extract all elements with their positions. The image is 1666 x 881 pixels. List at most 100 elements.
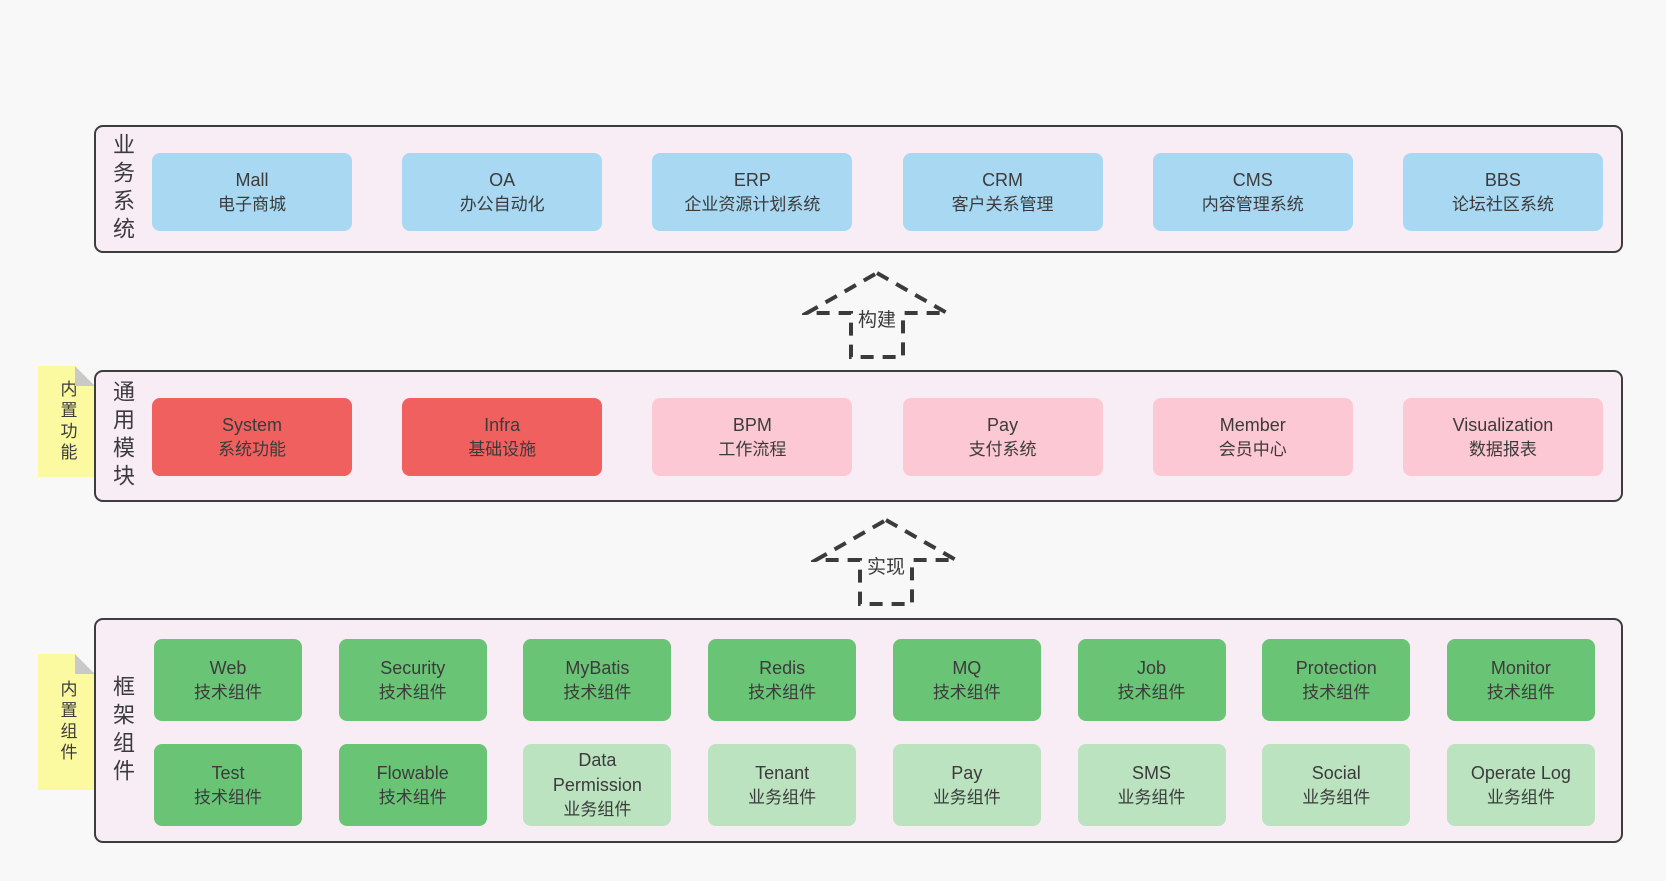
- box-mq: MQ 技术组件: [892, 639, 1041, 721]
- box-crm: CRM 客户关系管理: [902, 153, 1103, 231]
- box-en-label: Member: [1219, 414, 1286, 435]
- box-zh-label: 技术组件: [194, 682, 262, 702]
- box-visualization: Visualization 数据报表: [1402, 398, 1603, 476]
- arrow-build: 构建: [799, 269, 955, 361]
- box-cms: CMS 内容管理系统: [1152, 153, 1353, 231]
- box-zh-label: 技术组件: [932, 682, 1001, 702]
- box-en-label: SMS: [1132, 762, 1172, 783]
- box-en-label: MQ: [952, 657, 982, 678]
- box-zh-label: 电子商城: [218, 194, 286, 214]
- box-en-label: System: [221, 414, 282, 435]
- box-en-label: Operate Log: [1470, 762, 1571, 783]
- box-monitor: Monitor 技术组件: [1446, 639, 1595, 721]
- box-en-label: Job: [1137, 657, 1167, 678]
- box-en-label: Visualization: [1452, 414, 1554, 435]
- box-tenant: Tenant 业务组件: [708, 744, 857, 826]
- box-zh-label: 基础设施: [468, 439, 537, 459]
- box-zh-label: 论坛社区系统: [1451, 194, 1554, 214]
- box-zh-label: 业务组件: [748, 787, 817, 807]
- box-job: Job 技术组件: [1077, 639, 1226, 721]
- box-zh-label: 技术组件: [1486, 682, 1555, 702]
- box-redis: Redis 技术组件: [708, 639, 857, 721]
- panel-label-framework-components: 框架组件: [102, 620, 142, 841]
- box-mybatis: MyBatis 技术组件: [523, 639, 672, 721]
- box-zh-label: 业务组件: [1117, 787, 1186, 807]
- box-en-label: Data Permission: [552, 750, 642, 795]
- sticky-note-built-in-features: 内置功能: [38, 366, 95, 477]
- box-erp: ERP 企业资源计划系统: [652, 153, 853, 231]
- box-sms: SMS 业务组件: [1077, 744, 1226, 826]
- panel-business-systems: 业务系统 Mall 电子商城 OA 办公自动化 ERP 企业资源计划系统 CRM…: [94, 125, 1623, 253]
- arrow-build-label: 构建: [853, 305, 901, 332]
- box-oa: OA 办公自动化: [402, 153, 603, 231]
- box-pay-biz: Pay 业务组件: [892, 744, 1041, 826]
- box-en-label: Social: [1311, 762, 1361, 783]
- arrow-implement: 实现: [808, 516, 964, 608]
- box-zh-label: 系统功能: [218, 439, 286, 459]
- box-zh-label: 技术组件: [1117, 682, 1186, 702]
- box-en-label: Monitor: [1490, 657, 1551, 678]
- box-zh-label: 技术组件: [1302, 682, 1371, 702]
- box-social: Social 业务组件: [1262, 744, 1411, 826]
- box-en-label: MyBatis: [565, 657, 630, 678]
- box-zh-label: 支付系统: [968, 439, 1037, 459]
- box-zh-label: 业务组件: [1302, 787, 1371, 807]
- box-zh-label: 内容管理系统: [1201, 194, 1304, 214]
- box-en-label: Mall: [235, 169, 269, 190]
- box-en-label: Web: [209, 657, 247, 678]
- box-en-label: Security: [380, 657, 446, 678]
- modules-box-row: System 系统功能 Infra 基础设施 BPM 工作流程 Pay 支付系统…: [152, 398, 1603, 476]
- sticky-note-label: 内置功能: [57, 379, 77, 464]
- box-system: System 系统功能: [152, 398, 352, 476]
- box-test: Test 技术组件: [154, 744, 302, 826]
- box-zh-label: 办公自动化: [459, 194, 545, 214]
- box-security: Security 技术组件: [338, 639, 487, 721]
- box-data-permission: Data Permission 业务组件: [523, 744, 672, 826]
- box-zh-label: 会员中心: [1218, 439, 1287, 459]
- box-bbs: BBS 论坛社区系统: [1402, 153, 1603, 231]
- box-en-label: Tenant: [755, 762, 810, 783]
- box-zh-label: 业务组件: [932, 787, 1001, 807]
- box-en-label: BPM: [732, 414, 772, 435]
- framework-box-row-1: Web 技术组件 Security 技术组件 MyBatis 技术组件 Redi…: [154, 639, 1595, 721]
- box-en-label: Infra: [484, 414, 521, 435]
- box-zh-label: 业务组件: [563, 800, 632, 819]
- box-operate-log: Operate Log 业务组件: [1446, 744, 1595, 826]
- panel-framework-components: 框架组件 Web 技术组件 Security 技术组件 MyBatis 技术组件…: [94, 618, 1623, 843]
- panel-label-business-systems: 业务系统: [102, 127, 142, 251]
- box-en-label: Pay: [951, 762, 983, 783]
- box-zh-label: 技术组件: [194, 787, 262, 807]
- box-en-label: ERP: [733, 169, 771, 190]
- box-infra: Infra 基础设施: [402, 398, 603, 476]
- box-en-label: Flowable: [376, 762, 449, 783]
- sticky-note-built-in-components: 内置组件: [38, 654, 95, 790]
- business-box-row: Mall 电子商城 OA 办公自动化 ERP 企业资源计划系统 CRM 客户关系…: [152, 153, 1603, 231]
- box-en-label: CMS: [1232, 169, 1273, 190]
- box-mall: Mall 电子商城: [152, 153, 352, 231]
- box-zh-label: 客户关系管理: [951, 194, 1054, 214]
- box-en-label: BBS: [1484, 169, 1521, 190]
- panel-label-text: 业务系统: [110, 133, 135, 245]
- box-zh-label: 技术组件: [748, 682, 817, 702]
- box-zh-label: 技术组件: [378, 787, 447, 807]
- arrow-implement-label: 实现: [862, 552, 910, 579]
- box-en-label: Redis: [759, 657, 806, 678]
- panel-common-modules: 通用模块 System 系统功能 Infra 基础设施 BPM 工作流程 Pay…: [94, 370, 1623, 502]
- box-zh-label: 工作流程: [718, 439, 787, 459]
- box-zh-label: 业务组件: [1486, 787, 1555, 807]
- box-zh-label: 技术组件: [378, 682, 447, 702]
- box-web: Web 技术组件: [154, 639, 302, 721]
- box-en-label: CRM: [982, 169, 1024, 190]
- box-en-label: Pay: [987, 414, 1019, 435]
- box-en-label: Protection: [1295, 657, 1377, 678]
- box-flowable: Flowable 技术组件: [338, 744, 487, 826]
- box-en-label: Test: [211, 762, 245, 783]
- box-protection: Protection 技术组件: [1262, 639, 1411, 721]
- framework-box-row-2: Test 技术组件 Flowable 技术组件 Data Permission …: [154, 744, 1595, 826]
- box-bpm: BPM 工作流程: [652, 398, 853, 476]
- box-en-label: OA: [489, 169, 516, 190]
- box-zh-label: 数据报表: [1468, 439, 1537, 459]
- box-member: Member 会员中心: [1152, 398, 1353, 476]
- box-pay: Pay 支付系统: [902, 398, 1103, 476]
